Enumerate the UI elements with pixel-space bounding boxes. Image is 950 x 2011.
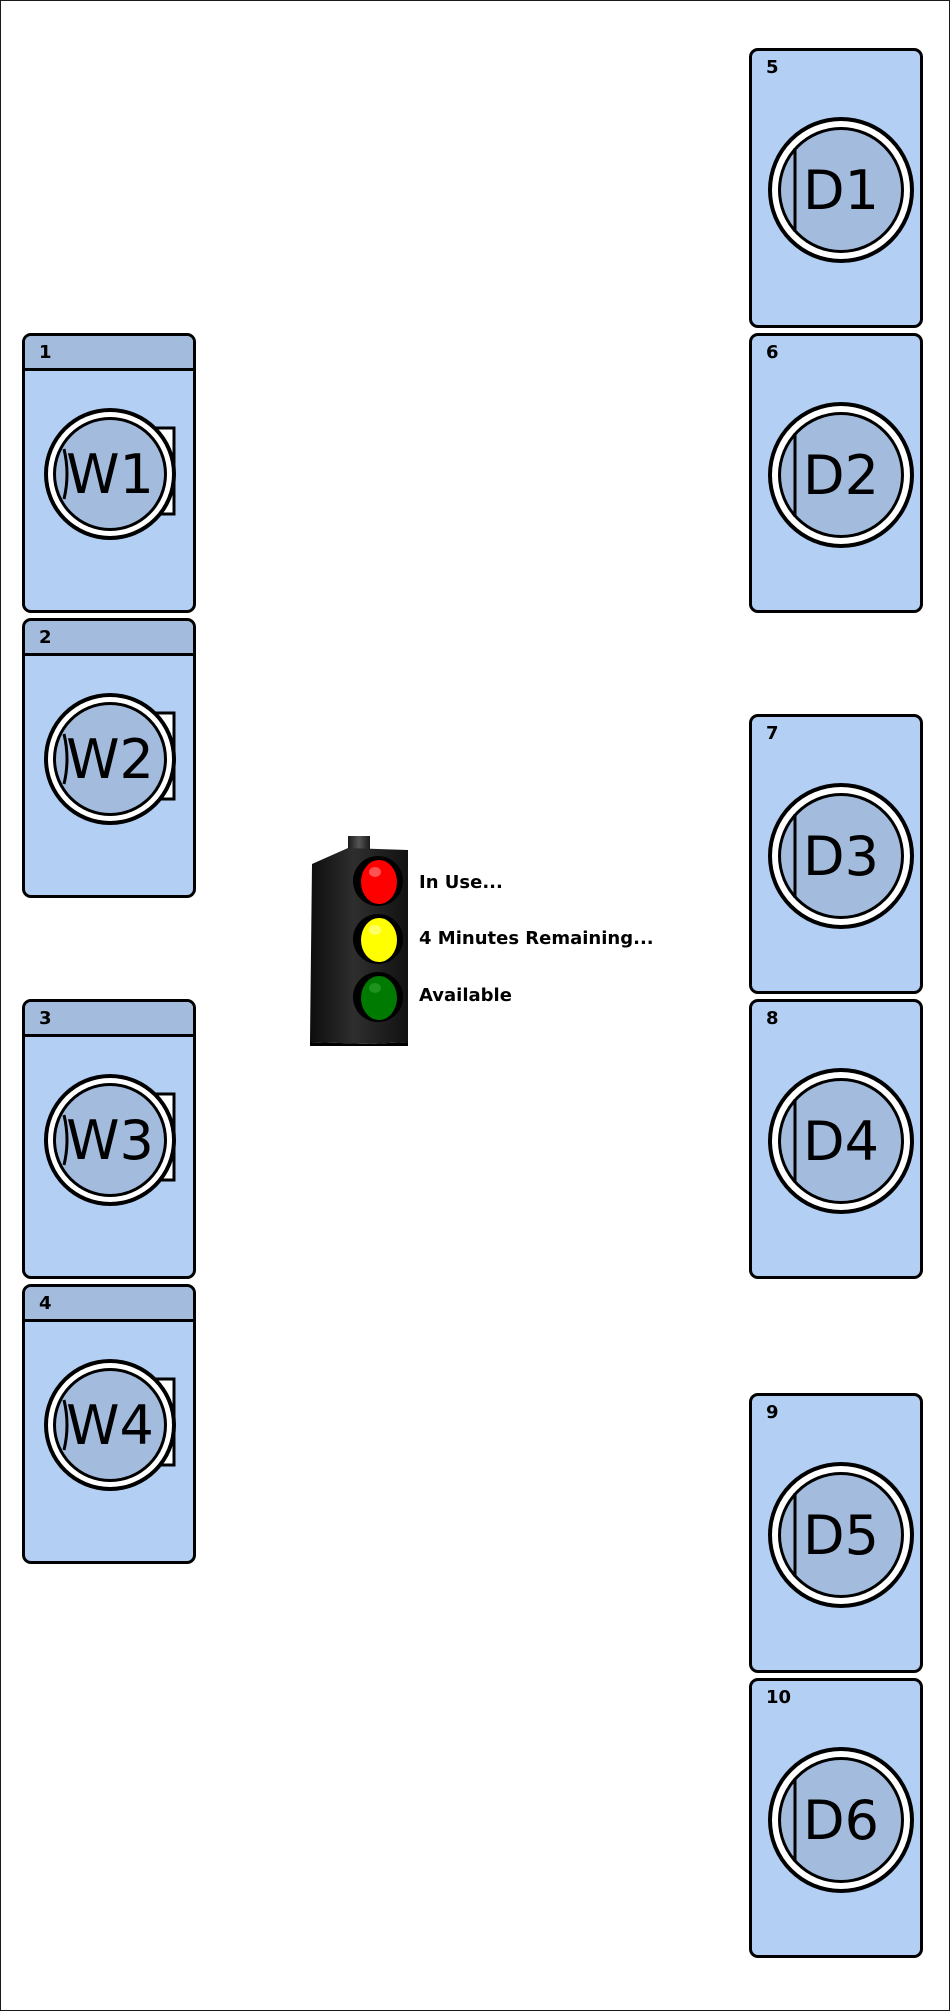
dryer-4[interactable]: 8 D4 xyxy=(749,999,923,1279)
legend-minutes-remaining: 4 Minutes Remaining... xyxy=(419,928,654,949)
machine-label: D6 xyxy=(803,1788,879,1852)
dryer-3[interactable]: 7 D3 xyxy=(749,714,923,994)
washer-3[interactable]: 3 W3 xyxy=(22,999,196,1279)
washer-1[interactable]: 1 W1 xyxy=(22,333,196,613)
dryer-door-icon: D2 xyxy=(768,402,914,548)
dryer-door-icon: D6 xyxy=(768,1747,914,1893)
machine-label: D3 xyxy=(803,824,879,888)
machine-label: D4 xyxy=(803,1109,879,1173)
machine-label: W4 xyxy=(66,1393,154,1457)
machine-number: 7 xyxy=(766,723,779,744)
legend-in-use: In Use... xyxy=(419,872,503,893)
washer-door-icon: W3 xyxy=(44,1074,190,1220)
machine-number: 5 xyxy=(766,57,779,78)
washer-top-panel xyxy=(25,336,193,371)
machine-label: W3 xyxy=(66,1108,154,1172)
machine-label: W2 xyxy=(66,727,154,791)
washer-door-icon: W1 xyxy=(44,408,190,554)
washer-top-panel xyxy=(25,1002,193,1037)
dryer-6[interactable]: 10 D6 xyxy=(749,1678,923,1958)
machine-number: 10 xyxy=(766,1687,792,1708)
dryer-door-icon: D3 xyxy=(768,783,914,929)
washer-door-icon: W2 xyxy=(44,693,190,839)
washer-4[interactable]: 4 W4 xyxy=(22,1284,196,1564)
washer-top-panel xyxy=(25,1287,193,1322)
machine-number: 8 xyxy=(766,1008,779,1029)
dryer-door-icon: D4 xyxy=(768,1068,914,1214)
machine-number: 4 xyxy=(39,1293,52,1314)
machine-number: 2 xyxy=(39,627,52,648)
dryer-5[interactable]: 9 D5 xyxy=(749,1393,923,1673)
washer-2[interactable]: 2 W2 xyxy=(22,618,196,898)
dryer-2[interactable]: 6 D2 xyxy=(749,333,923,613)
machine-label: D1 xyxy=(803,158,879,222)
washer-door-icon: W4 xyxy=(44,1359,190,1505)
machine-label: W1 xyxy=(66,442,154,506)
dryer-door-icon: D5 xyxy=(768,1462,914,1608)
traffic-light-icon xyxy=(308,836,412,1046)
dryer-1[interactable]: 5 D1 xyxy=(749,48,923,328)
machine-number: 3 xyxy=(39,1008,52,1029)
machine-number: 1 xyxy=(39,342,52,363)
dryer-door-icon: D1 xyxy=(768,117,914,263)
washer-top-panel xyxy=(25,621,193,656)
machine-number: 9 xyxy=(766,1402,779,1423)
machine-label: D5 xyxy=(803,1503,879,1567)
machine-number: 6 xyxy=(766,342,779,363)
legend-available: Available xyxy=(419,985,512,1006)
machine-label: D2 xyxy=(803,443,879,507)
